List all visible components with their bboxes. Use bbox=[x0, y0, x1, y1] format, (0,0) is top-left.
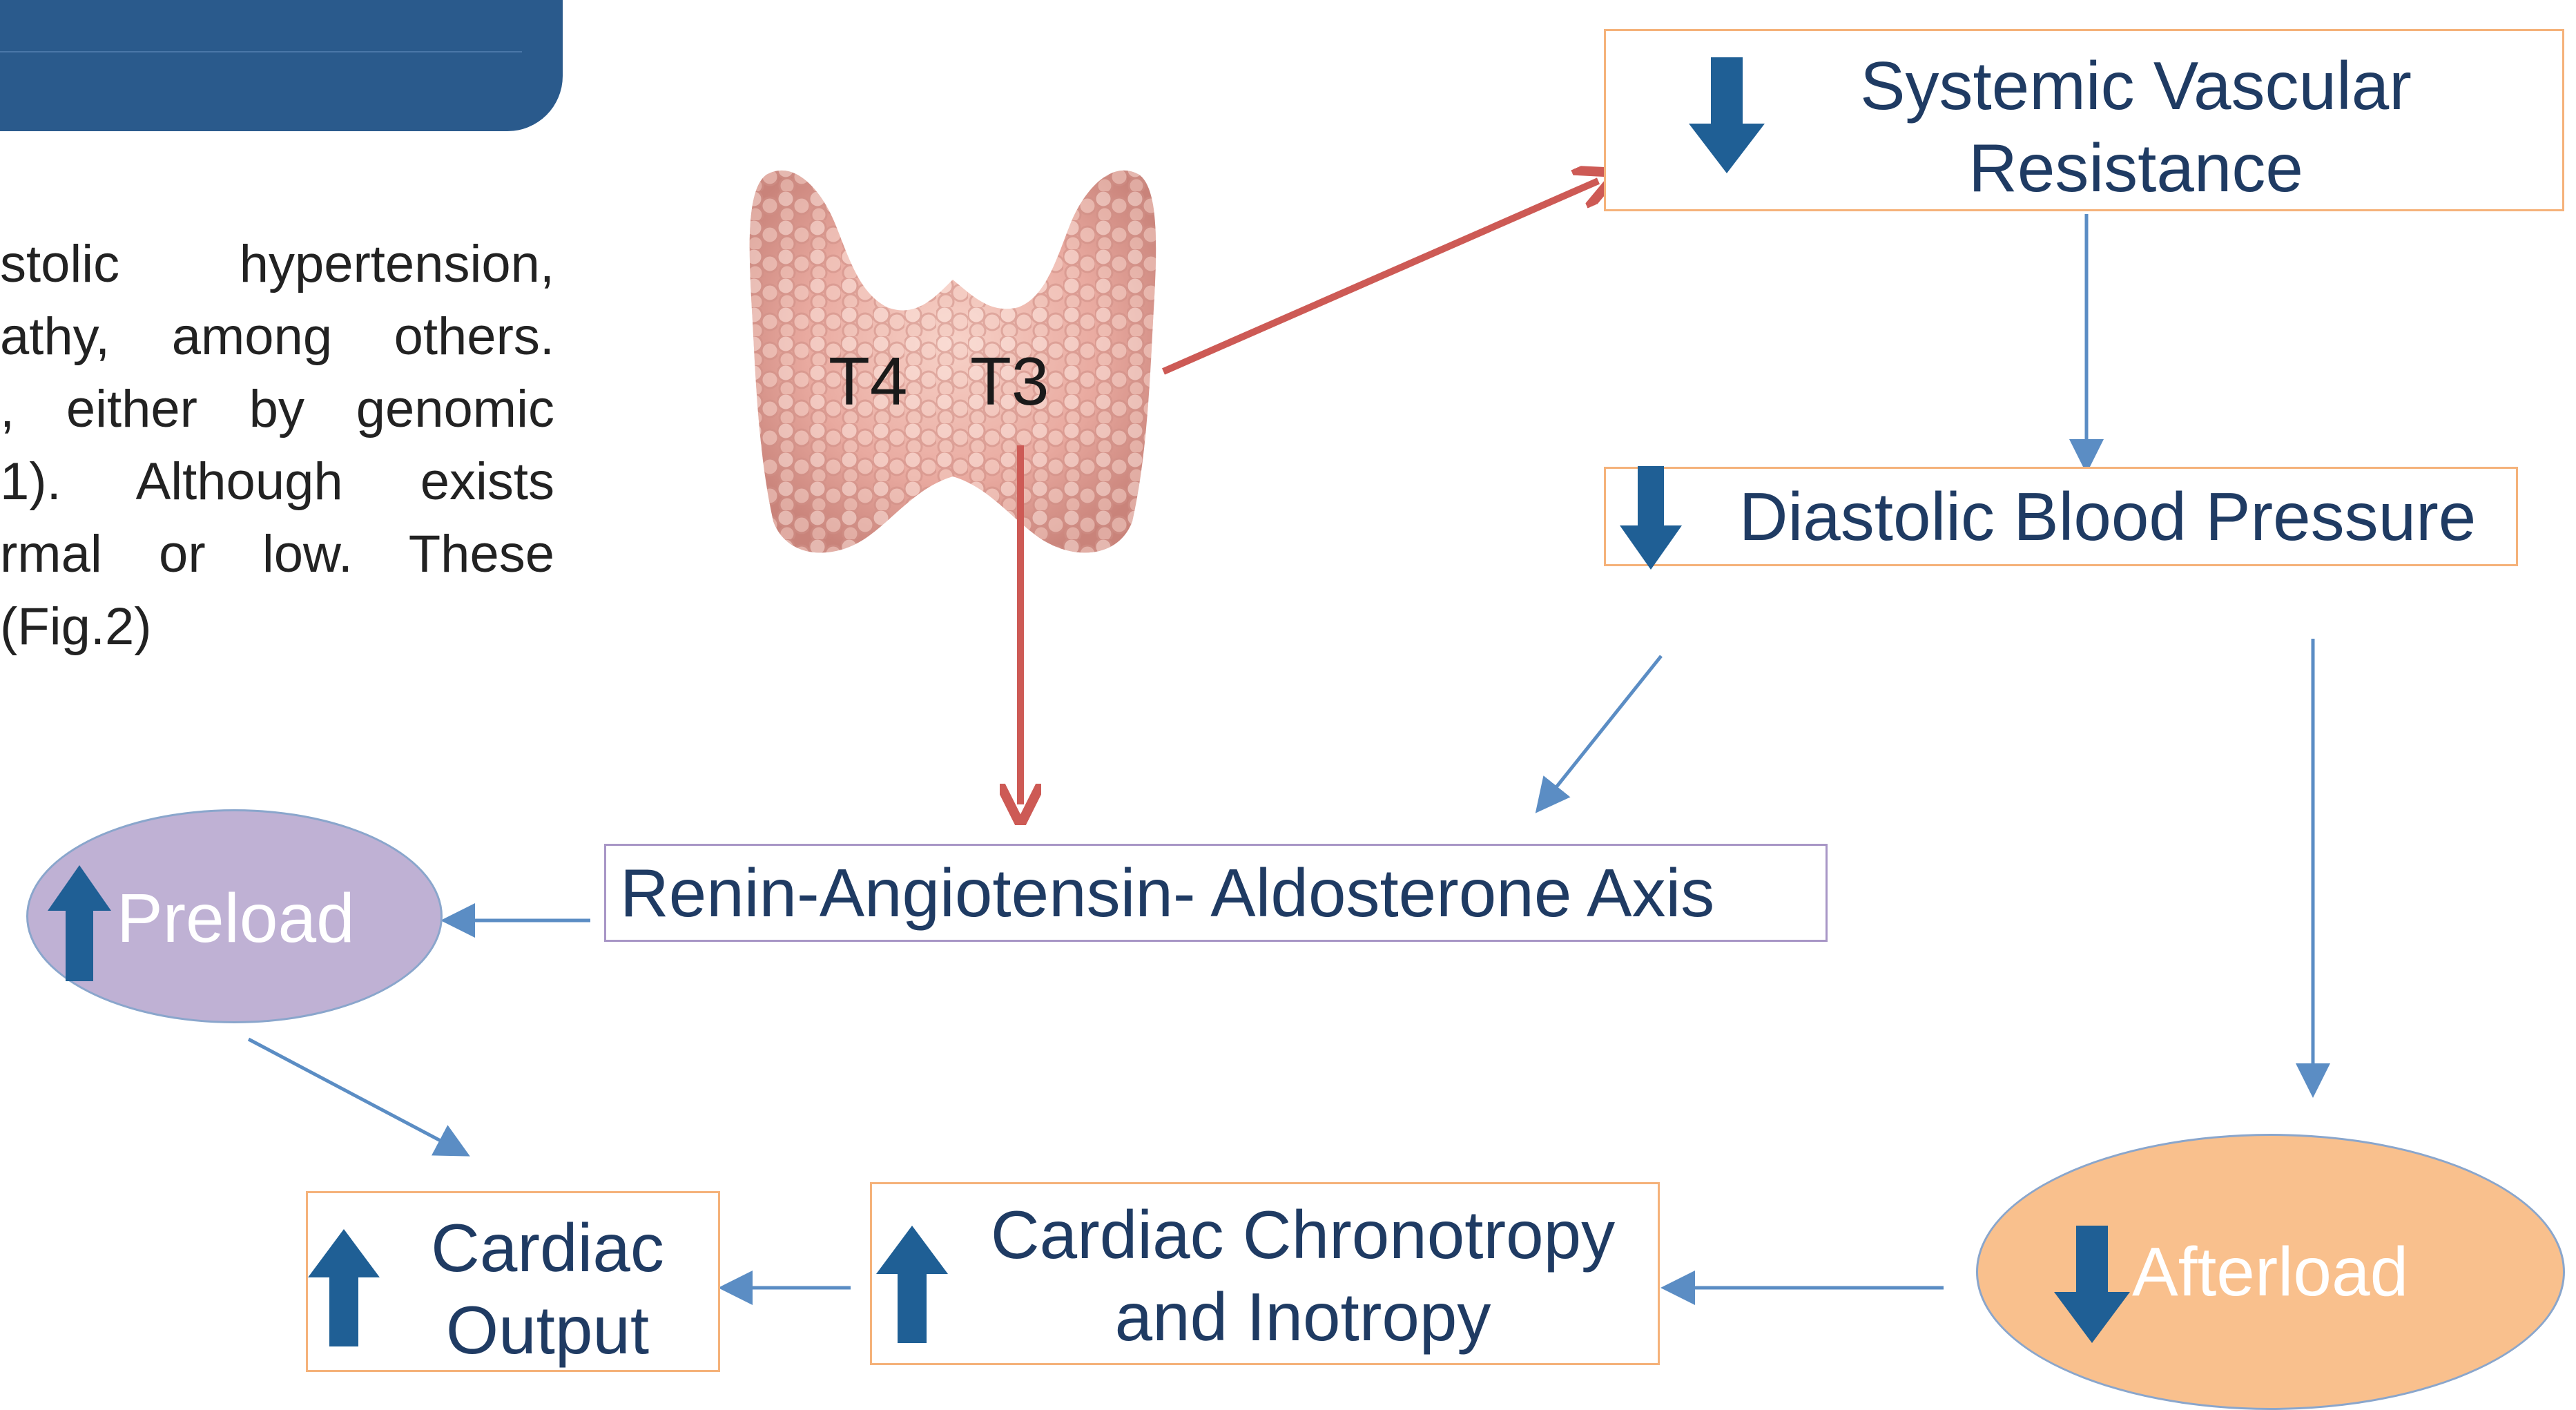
raas-box: Renin-Angiotensin- Aldosterone Axis bbox=[604, 844, 1828, 942]
arrow-down-icon bbox=[1620, 466, 1682, 570]
preload-ellipse: Preload bbox=[26, 809, 443, 1023]
co-label-line: Output bbox=[377, 1289, 718, 1371]
preload-label: Preload bbox=[117, 879, 355, 958]
cardiac-output-box: Cardiac Output bbox=[306, 1191, 720, 1372]
afterload-ellipse: Afterload bbox=[1976, 1134, 2565, 1410]
arrow-up-icon bbox=[48, 865, 111, 981]
arrow-up-icon bbox=[876, 1226, 948, 1343]
diastolic-blood-pressure-box: Diastolic Blood Pressure bbox=[1604, 467, 2518, 566]
dbp-to-raas-arrow bbox=[1540, 656, 1661, 808]
arrow-down-icon bbox=[2054, 1226, 2130, 1343]
arrow-up-icon bbox=[308, 1229, 380, 1346]
cco-label-line: Cardiac Chronotropy bbox=[955, 1194, 1651, 1276]
cco-label-line: and Inotropy bbox=[955, 1276, 1651, 1358]
systemic-vascular-resistance-box: Systemic Vascular Resistance bbox=[1604, 29, 2564, 211]
preload-to-co-arrow bbox=[249, 1039, 464, 1153]
co-label-line: Cardiac bbox=[377, 1207, 718, 1289]
afterload-label: Afterload bbox=[2132, 1233, 2408, 1312]
svr-label-line: Resistance bbox=[1716, 127, 2555, 209]
dbp-label: Diastolic Blood Pressure bbox=[1706, 476, 2509, 558]
raas-label: Renin-Angiotensin- Aldosterone Axis bbox=[620, 852, 1714, 934]
cardiac-chronotropy-inotropy-box: Cardiac Chronotropy and Inotropy bbox=[870, 1182, 1660, 1365]
svr-label-line: Systemic Vascular bbox=[1716, 45, 2555, 127]
thyroid-to-svr-arrow bbox=[1163, 181, 1598, 371]
